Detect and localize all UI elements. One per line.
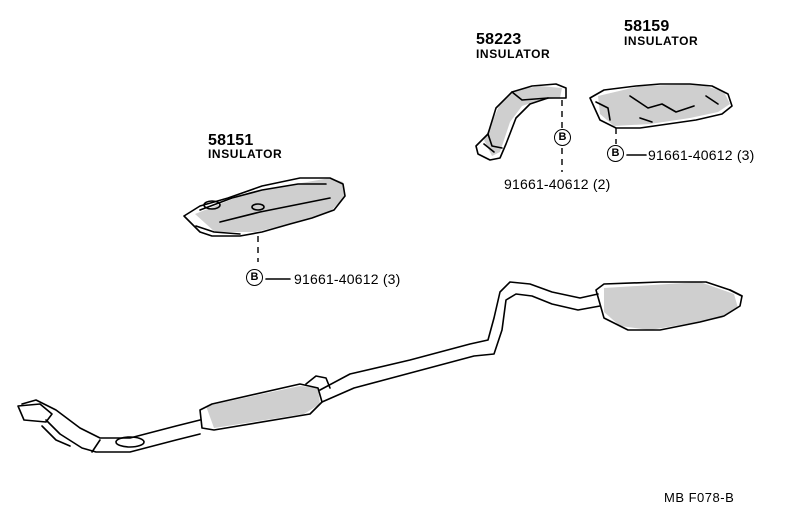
insulator-58151-drawing [183, 177, 346, 237]
diagram-code: MB F078-B [664, 490, 735, 505]
bolt-mark-58159: B [607, 145, 624, 162]
part-number-58223: 58223 [476, 31, 522, 48]
bolt-part-58159: 91661-40612 (3) [648, 147, 755, 163]
bolt-part-58223: 91661-40612 (2) [504, 176, 611, 192]
bolt-mark-58151: B [246, 269, 263, 286]
part-number-58159: 58159 [624, 18, 670, 35]
part-name-58151: INSULATOR [208, 147, 283, 161]
part-number-58151: 58151 [208, 132, 254, 149]
bolt-mark-58223: B [554, 129, 571, 146]
part-name-58159: INSULATOR [624, 34, 699, 48]
part-name-58223: INSULATOR [476, 47, 551, 61]
exhaust-pipe-drawing [17, 281, 743, 453]
insulator-58223-drawing [475, 83, 567, 161]
bolt-part-58151: 91661-40612 (3) [294, 271, 401, 287]
insulator-58159-drawing [589, 83, 733, 129]
